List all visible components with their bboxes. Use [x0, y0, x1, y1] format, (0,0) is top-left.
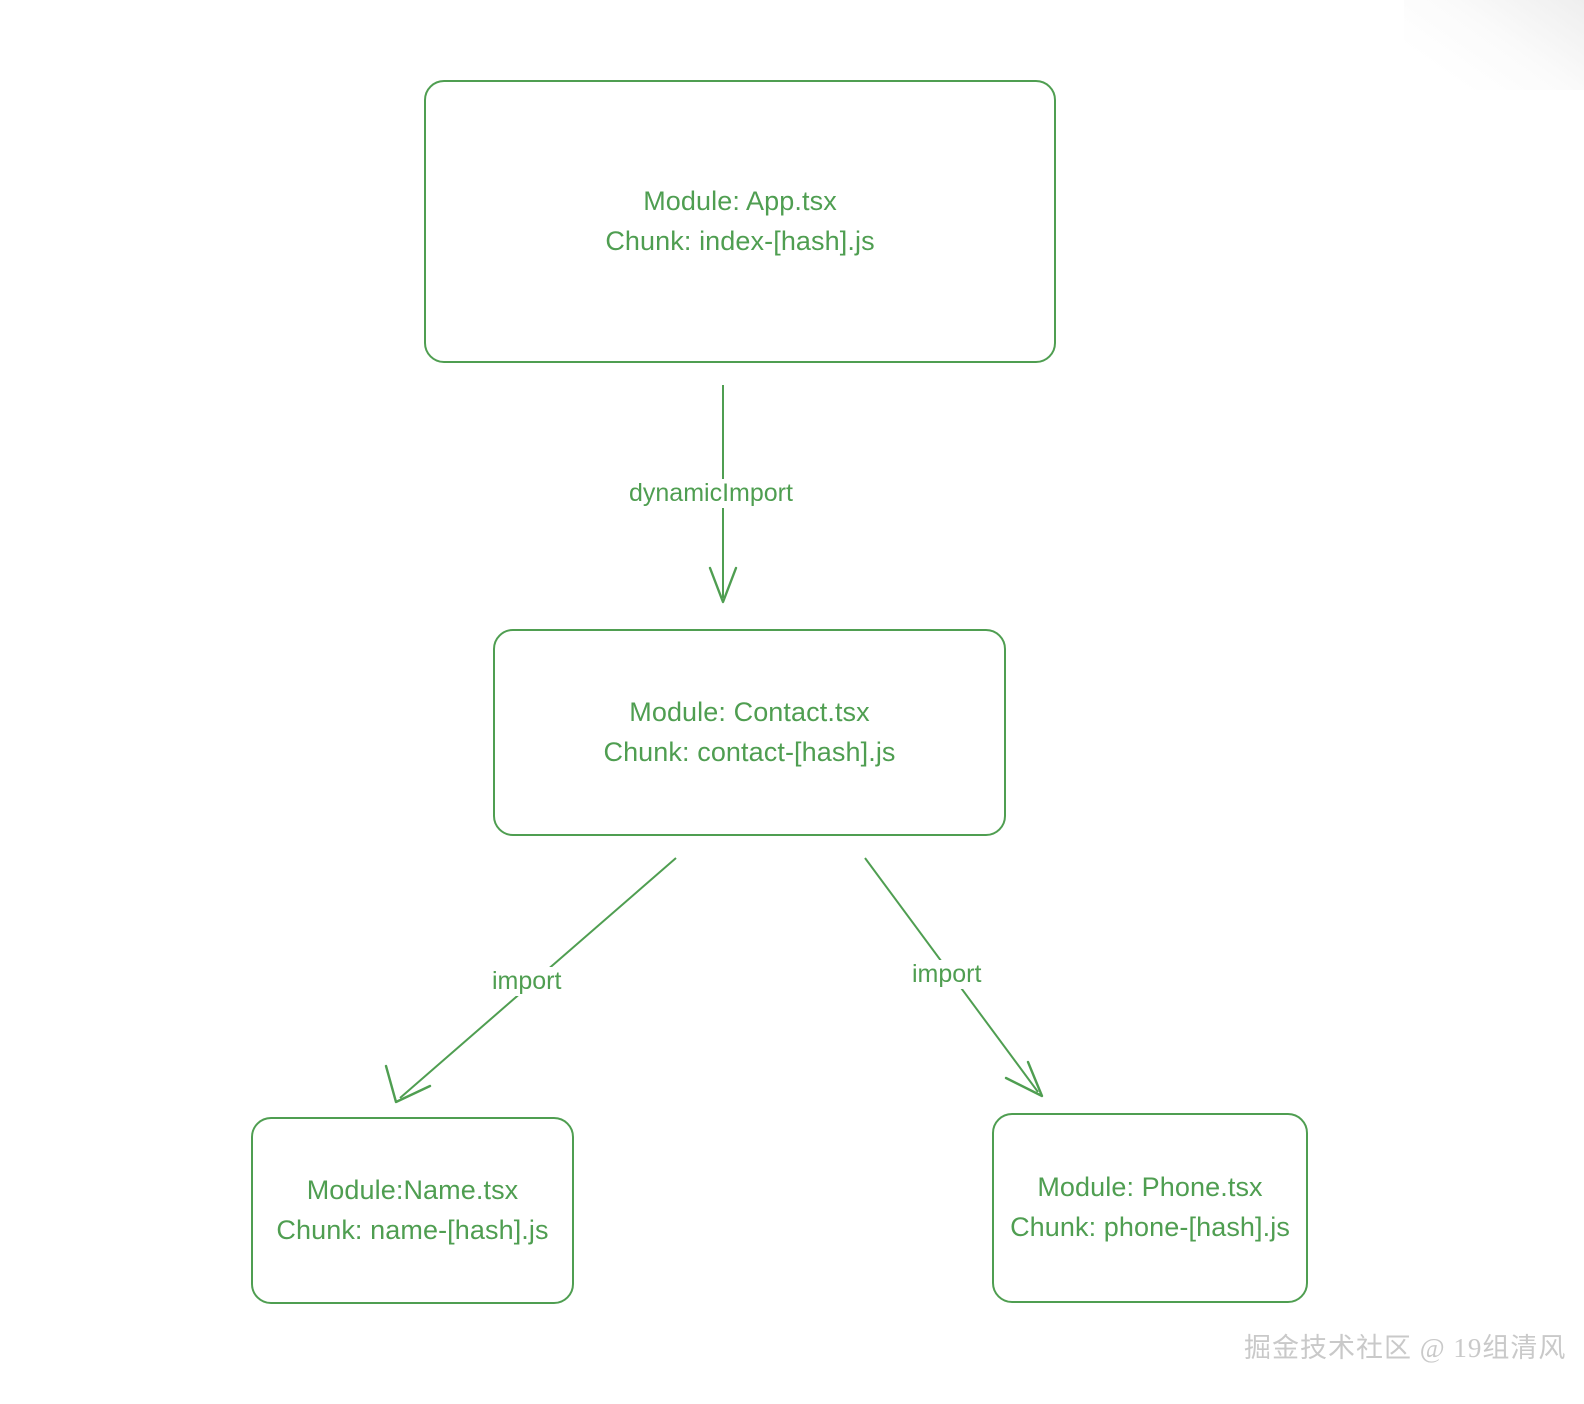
node-phone-chunk-label: Chunk: phone-[hash].js — [1010, 1212, 1290, 1242]
node-contact-chunk-label: Chunk: contact-[hash].js — [603, 736, 896, 767]
edge-label-import-left: import — [488, 967, 566, 996]
node-contact-module-label: Module: Contact.tsx — [629, 696, 870, 727]
edge-label-dynamic-import: dynamicImport — [625, 479, 797, 508]
node-module-app[interactable]: Module: App.tsx Chunk: index-[hash].js — [424, 80, 1056, 363]
arrowhead-down-icon — [708, 566, 738, 604]
watermark: 掘金技术社区 @ 19组清风 — [1244, 1333, 1567, 1363]
node-name-chunk-label: Chunk: name-[hash].js — [276, 1214, 549, 1245]
node-name-module-label: Module:Name.tsx — [306, 1174, 519, 1205]
node-phone-module-label: Module: Phone.tsx — [1037, 1172, 1263, 1203]
node-module-phone[interactable]: Module: Phone.tsx Chunk: phone-[hash].js — [992, 1113, 1308, 1303]
arrowhead-down-left-icon — [384, 1064, 432, 1104]
node-app-module-label: Module: App.tsx — [643, 185, 837, 216]
arrowhead-down-right-icon — [1004, 1060, 1044, 1098]
node-module-name[interactable]: Module:Name.tsx Chunk: name-[hash].js — [251, 1117, 574, 1304]
node-app-chunk-label: Chunk: index-[hash].js — [605, 225, 875, 256]
node-module-contact[interactable]: Module: Contact.tsx Chunk: contact-[hash… — [493, 629, 1006, 836]
edge-label-import-right: import — [908, 960, 986, 989]
